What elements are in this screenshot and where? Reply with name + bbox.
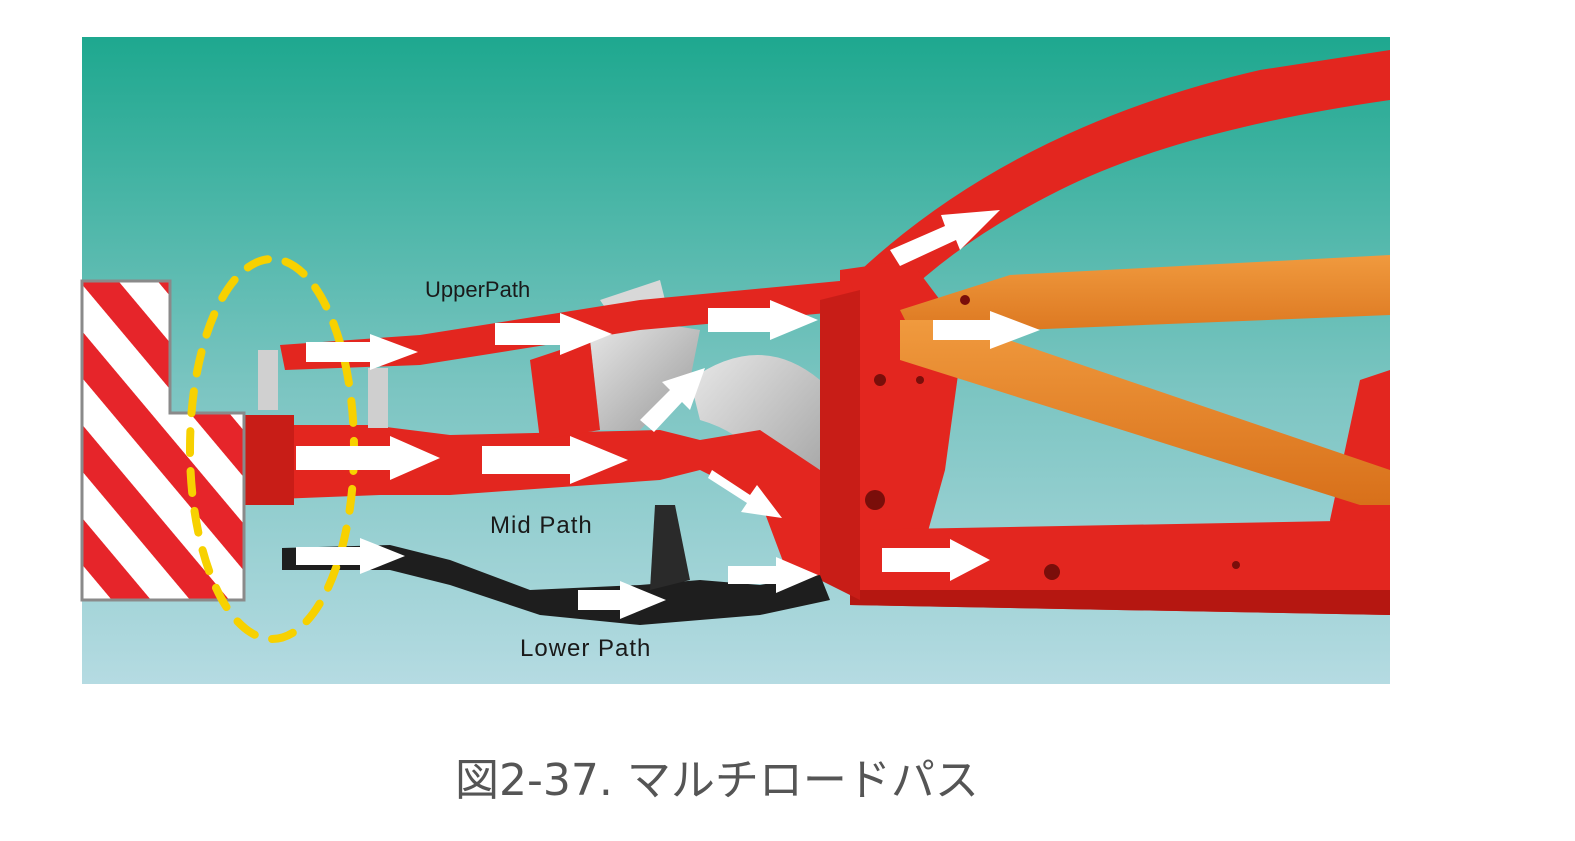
upper-arrow-2: [495, 313, 612, 355]
mid-arrow-1: [296, 436, 440, 480]
mid-arrow-2: [482, 436, 628, 484]
pillar-arrow: [890, 210, 1000, 266]
crash-box: [244, 415, 294, 505]
lower-arrow-3: [728, 557, 818, 593]
upper-arrow-3: [708, 300, 818, 340]
side-sill-shadow: [850, 590, 1390, 615]
mid-path-label: Mid Path: [490, 512, 593, 539]
wheelhouse-apron: [530, 340, 600, 440]
mid-arrow-4: [708, 470, 782, 518]
lower-path-label: Lower Path: [520, 635, 651, 662]
diagonal-cross-brace: [900, 320, 1390, 505]
body-holes: [865, 295, 1240, 580]
lower-arrow-1: [296, 538, 405, 574]
a-pillar-roof-rail: [840, 50, 1390, 300]
upper-arrow-4: [933, 311, 1040, 349]
bumper-bracket: [258, 350, 278, 410]
load-path-arrows: [296, 210, 1040, 619]
sill-arrow: [882, 539, 990, 581]
lower-subframe: [282, 545, 830, 625]
engine-mount: [650, 505, 690, 590]
lower-arrow-2: [578, 581, 666, 619]
front-inner-panel: [590, 320, 700, 430]
firewall: [820, 290, 860, 600]
mid-arrow-3: [640, 368, 705, 432]
radiator-support: [368, 368, 388, 428]
figure-caption: 図2-37. マルチロードパス: [455, 755, 979, 806]
upper-path-label: UpperPath: [425, 277, 530, 302]
impact-barrier: [80, 279, 246, 602]
upper-arrow-1: [306, 334, 418, 370]
